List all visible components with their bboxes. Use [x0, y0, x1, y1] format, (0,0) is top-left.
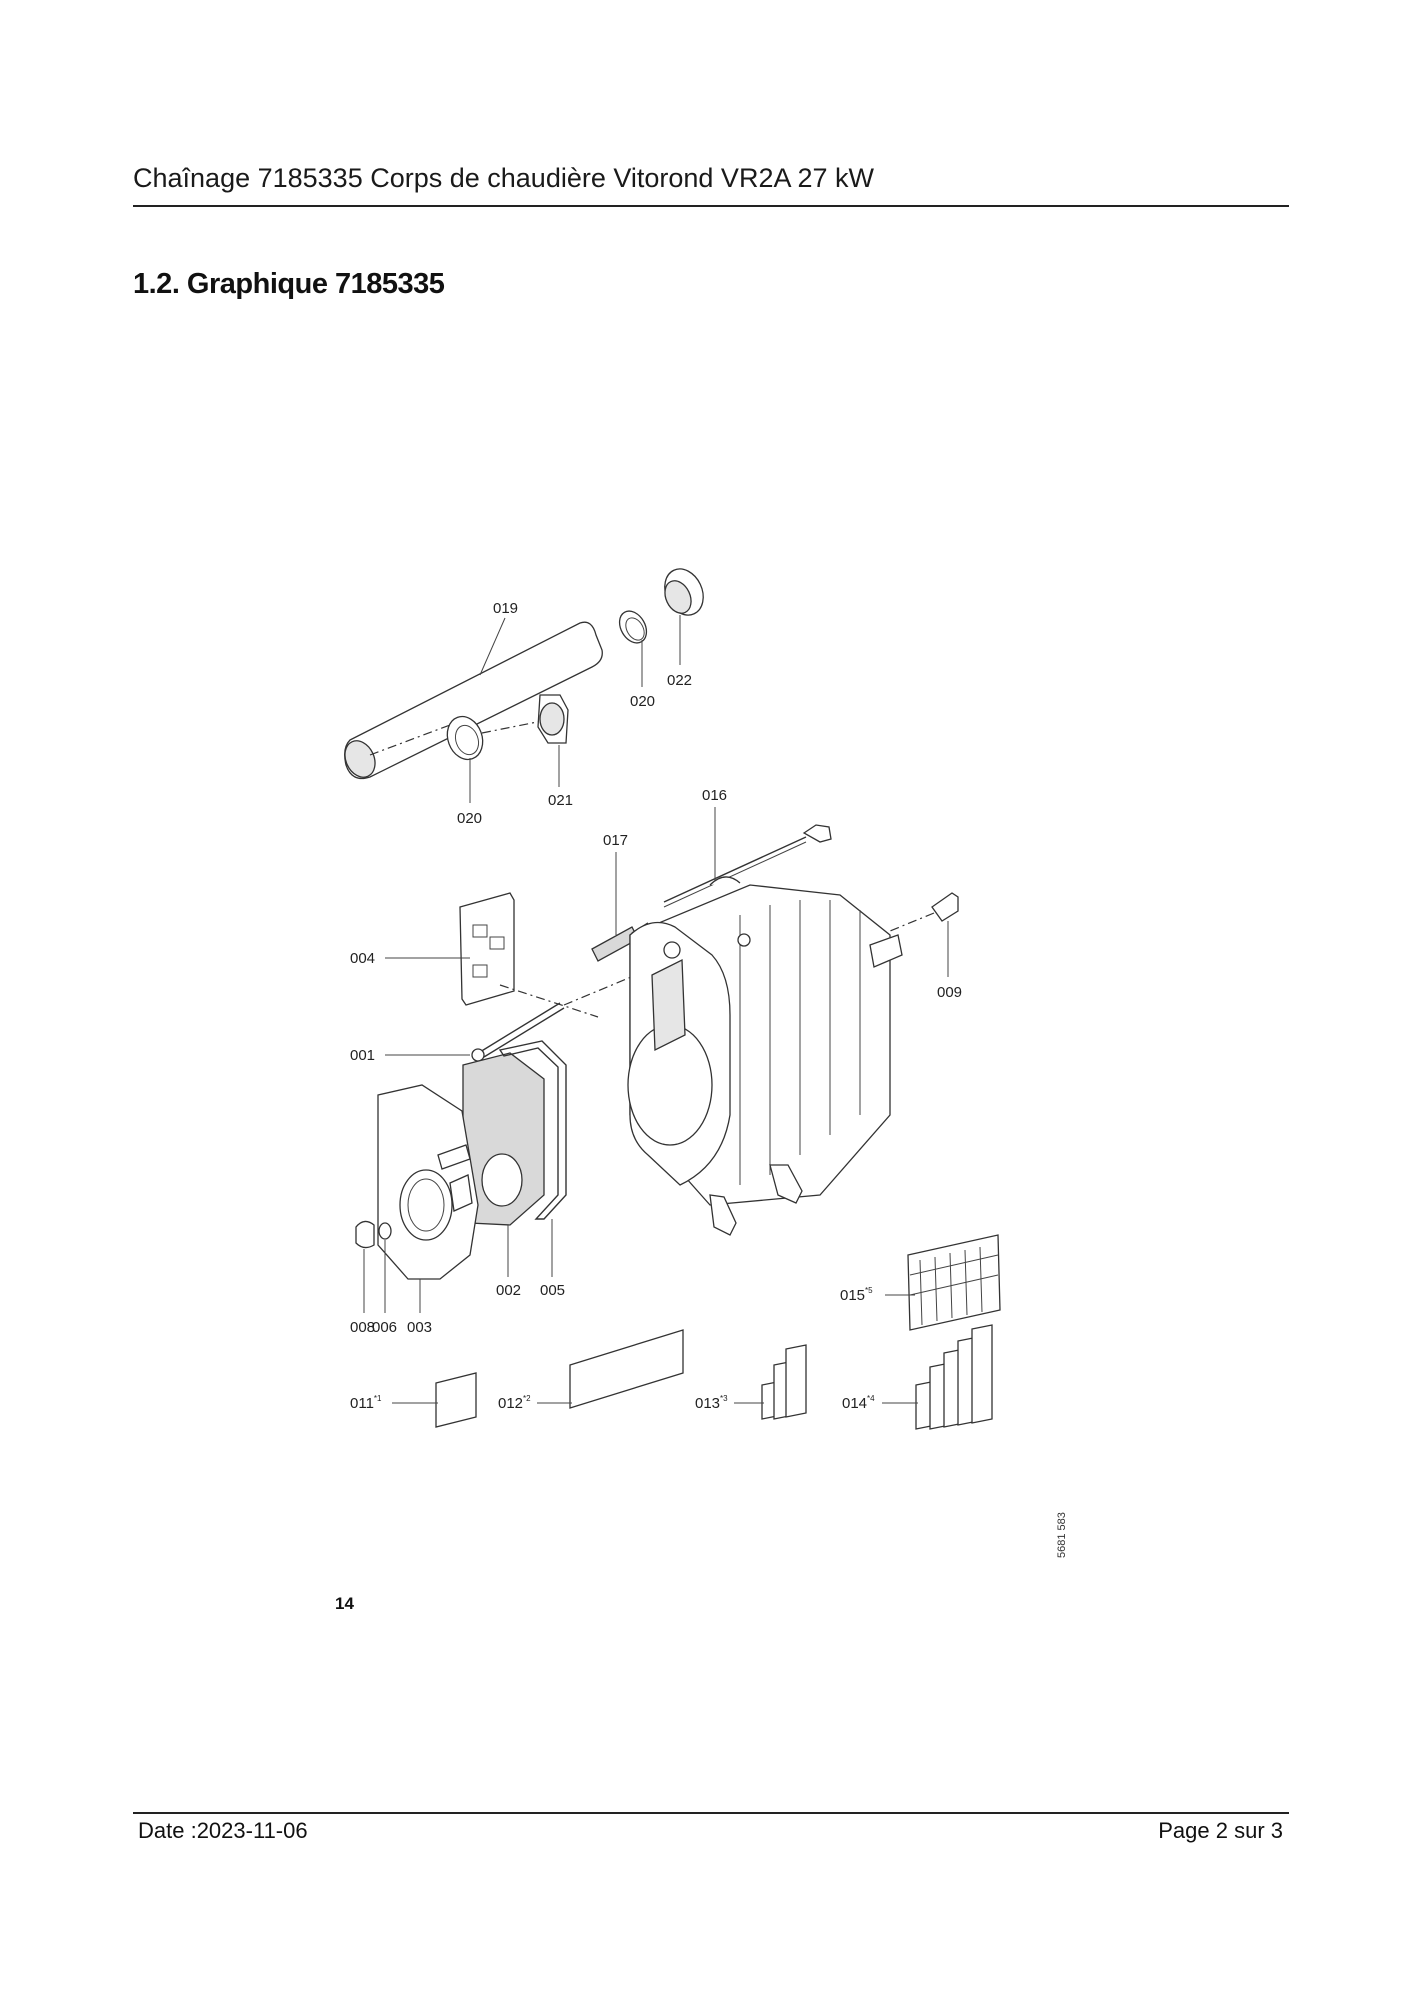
label-016: 016 — [702, 787, 727, 804]
label-014: 014*4 — [842, 1394, 875, 1412]
part-001-bolt — [471, 1002, 565, 1062]
part-020-clamp-upper — [618, 610, 648, 644]
label-009: 009 — [937, 984, 962, 1001]
part-016-cleaning-rod — [663, 824, 832, 908]
footer-divider — [133, 1812, 1289, 1814]
header-divider — [133, 205, 1289, 207]
part-002-insulation — [462, 1052, 545, 1226]
parts-diagram-svg: 019 020 022 020 — [344, 568, 1068, 1558]
part-005-gasket — [498, 1040, 567, 1220]
leader-019 — [479, 617, 506, 676]
part-004-bracket — [459, 892, 515, 1006]
part-021-flap — [537, 694, 569, 744]
label-003: 003 — [407, 1319, 432, 1336]
boiler-body — [627, 876, 903, 1236]
label-002: 002 — [496, 1282, 521, 1299]
part-019-tube — [344, 621, 603, 780]
part-012-baffle — [569, 1329, 684, 1409]
section-title: 1.2. Graphique 7185335 — [133, 268, 445, 300]
label-005: 005 — [540, 1282, 565, 1299]
document-header-title: Chaînage 7185335 Corps de chaudière Vito… — [133, 163, 874, 193]
section-page-number: 14 — [335, 1594, 354, 1613]
label-022: 022 — [667, 672, 692, 689]
part-006-washer — [378, 1222, 392, 1240]
exploded-parts-diagram: 019 020 022 020 — [330, 555, 1070, 1610]
label-011: 011*1 — [350, 1394, 382, 1412]
part-011-baffle — [435, 1372, 477, 1428]
footer-page-indicator: Page 2 sur 3 — [1158, 1818, 1283, 1843]
label-008: 008 — [350, 1319, 375, 1336]
label-021: 021 — [548, 792, 573, 809]
label-019: 019 — [493, 600, 518, 617]
part-020-clamp-lower — [446, 715, 484, 761]
part-008-clip — [355, 1220, 375, 1249]
label-017: 017 — [603, 832, 628, 849]
label-012: 012*2 — [498, 1394, 531, 1412]
label-020-lower: 020 — [457, 810, 482, 827]
label-020-upper: 020 — [630, 693, 655, 710]
figure-code: 5681 583 — [1056, 1512, 1068, 1558]
part-022-cap — [664, 568, 704, 616]
label-001: 001 — [350, 1047, 375, 1064]
label-015: 015*5 — [840, 1286, 873, 1304]
part-015-baffle-grid — [907, 1234, 1001, 1331]
part-003-door — [377, 1084, 479, 1280]
part-013-baffle — [761, 1344, 807, 1420]
footer-date: Date :2023-11-06 — [138, 1818, 308, 1843]
part-014-baffle — [915, 1324, 993, 1430]
label-004: 004 — [350, 950, 375, 967]
label-006: 006 — [372, 1319, 397, 1336]
label-013: 013*3 — [695, 1394, 728, 1412]
part-009-plug — [889, 892, 959, 932]
